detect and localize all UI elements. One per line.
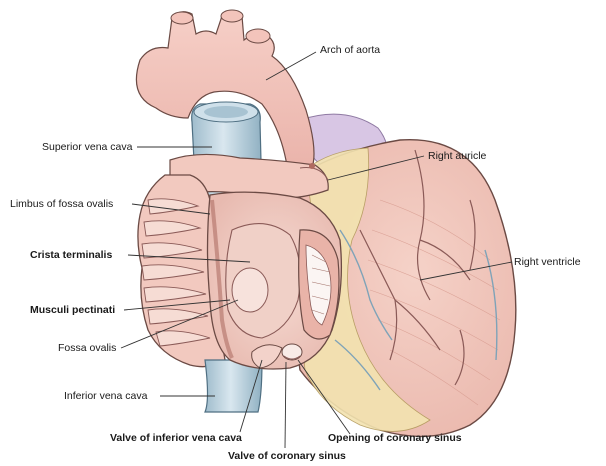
crista-terminalis-ridge [210, 199, 234, 359]
label-crista-terminalis: Crista terminalis [30, 249, 113, 261]
tricuspid-leaflet-lines [311, 254, 331, 315]
cardiac-veins [334, 229, 498, 391]
coronary-vessels [359, 149, 476, 386]
ventricle-striations [367, 199, 501, 406]
inferior-vena-cava-shape [204, 359, 263, 413]
label-fossa-ovalis: Fossa ovalis [58, 342, 117, 354]
aortic-arch-shape [135, 11, 315, 173]
coronary-sinus-opening [281, 343, 303, 361]
label-valve-of-coronary-sinus: Valve of coronary sinus [228, 450, 346, 462]
label-right-ventricle: Right ventricle [514, 256, 581, 268]
label-valve-of-inferior-vena-cava: Valve of inferior vena cava [110, 432, 242, 444]
musculi-pectinati-ridges [141, 198, 211, 347]
label-right-auricle: Right auricle [428, 150, 487, 162]
label-limbus-of-fossa-ovalis: Limbus of fossa ovalis [10, 198, 114, 210]
leader-lines [120, 51, 513, 449]
label-musculi-pectinati: Musculi pectinati [30, 304, 116, 316]
label-arch-of-aorta: Arch of aorta [320, 44, 381, 56]
label-superior-vena-cava: Superior vena cava [42, 141, 133, 153]
label-inferior-vena-cava: Inferior vena cava [64, 390, 148, 402]
label-opening-of-coronary-sinus: Opening of coronary sinus [328, 432, 462, 444]
ivc-valve-shape [251, 344, 283, 369]
fossa-ovalis-shape [231, 267, 269, 313]
